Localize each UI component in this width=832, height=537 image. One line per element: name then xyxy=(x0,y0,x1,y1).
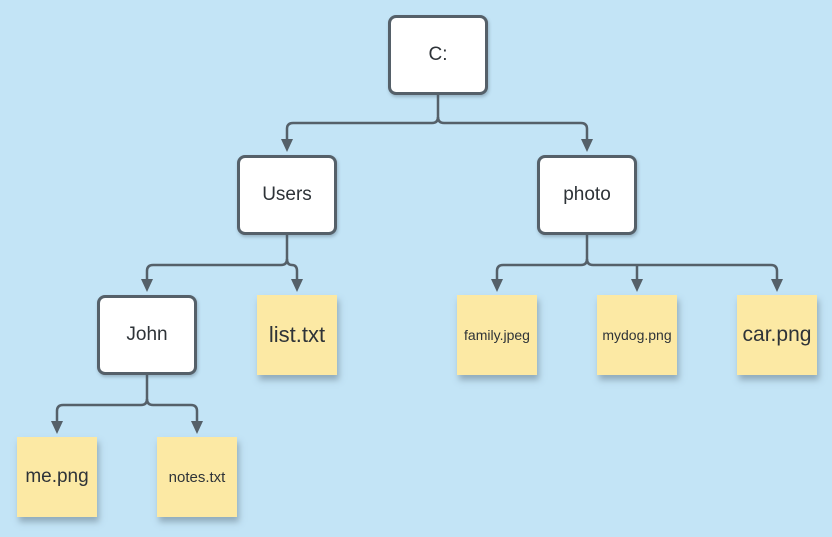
node-file-list-txt: list.txt xyxy=(257,295,337,375)
node-folder-users: Users xyxy=(237,155,337,235)
edge-john-to-me-png xyxy=(51,375,149,434)
edge-photo-to-mydog-png xyxy=(631,265,643,292)
arrowhead-me-png xyxy=(51,421,63,434)
arrowhead-family-jpeg xyxy=(491,279,503,292)
edge-photo-to-car-png xyxy=(585,258,783,292)
arrowhead-car-png xyxy=(771,279,783,292)
arrowhead-mydog-png xyxy=(631,279,643,292)
node-file-mydog-png: mydog.png xyxy=(597,295,677,375)
node-file-notes-txt: notes.txt xyxy=(157,437,237,517)
node-folder-c-drive: C: xyxy=(388,15,488,95)
edge-c-to-photo xyxy=(436,116,593,152)
node-file-family-jpeg: family.jpeg xyxy=(457,295,537,375)
edge-c-to-users xyxy=(281,95,440,152)
arrowhead-list-txt xyxy=(291,279,303,292)
node-folder-photo: photo xyxy=(537,155,637,235)
edge-users-to-list-txt xyxy=(285,258,303,292)
arrowhead-photo xyxy=(581,139,593,152)
node-file-me-png: me.png xyxy=(17,437,97,517)
arrowhead-john xyxy=(141,279,153,292)
arrowhead-notes-txt xyxy=(191,421,203,434)
edge-john-to-notes-txt xyxy=(145,398,203,434)
arrowhead-users xyxy=(281,139,293,152)
edge-users-to-john xyxy=(141,235,289,292)
node-folder-john: John xyxy=(97,295,197,375)
node-file-car-png: car.png xyxy=(737,295,817,375)
edge-photo-to-family-jpeg xyxy=(491,235,589,292)
